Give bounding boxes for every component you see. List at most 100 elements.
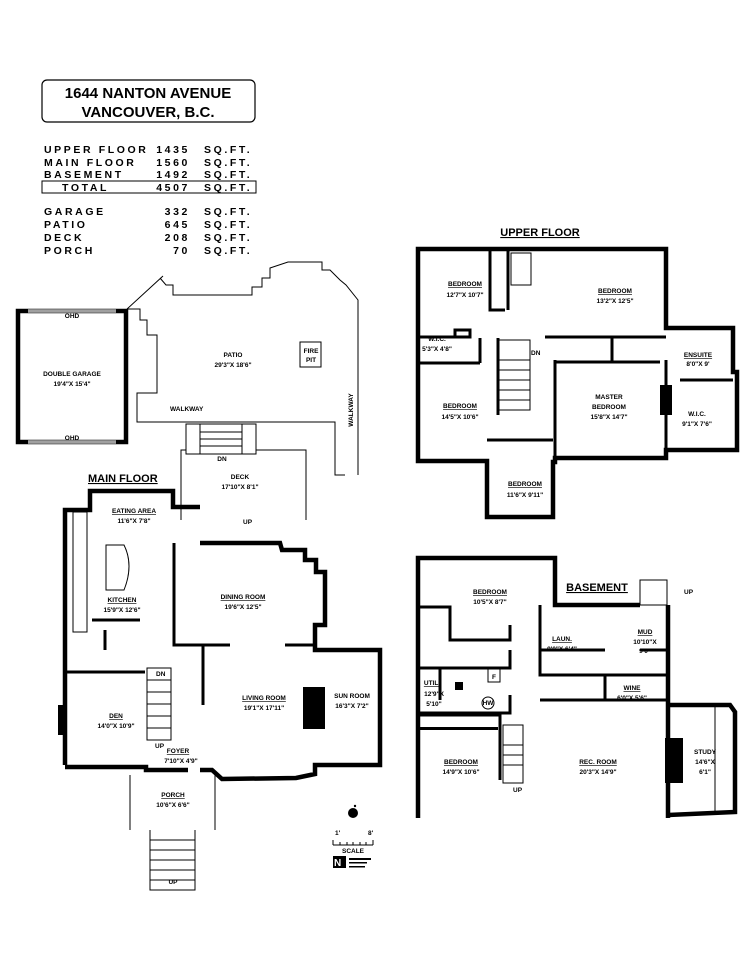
- area-value: 70: [173, 245, 190, 257]
- room-dim: 12'7"X 10'7": [446, 292, 483, 299]
- room-dim: 6'1": [699, 769, 711, 776]
- area-unit: SQ.FT.: [204, 206, 252, 218]
- room-dim: 16'3"X 7'2": [335, 703, 368, 710]
- upper-floor-plan: [415, 246, 740, 520]
- svg-text:N: N: [334, 858, 341, 869]
- room-name: EATING AREA: [112, 508, 156, 515]
- room-name: SUN ROOM: [334, 693, 370, 700]
- area-value: 1492: [156, 169, 190, 181]
- stairs-up-label: UP: [513, 787, 523, 794]
- room-dim: 10'5"X 8'7": [473, 599, 506, 606]
- area-unit: SQ.FT.: [204, 232, 252, 244]
- scale-bar: 1' 8' SCALE: [332, 830, 374, 855]
- area-unit: SQ.FT.: [204, 157, 252, 169]
- area-unit: SQ.FT.: [204, 219, 252, 231]
- room-name: UTIL.: [424, 680, 440, 687]
- overhead-door-label: OHD: [65, 313, 80, 320]
- stairs-up-label: UP: [155, 743, 165, 750]
- room-dim: 29'3"X 18'6": [214, 362, 251, 369]
- stairs-up-label: UP: [684, 589, 694, 596]
- area-unit: SQ.FT.: [204, 182, 252, 194]
- room-dim: 9'0": [639, 648, 651, 655]
- scale-start: 1': [335, 830, 341, 837]
- room-name: W.I.C.: [428, 336, 446, 343]
- room-name: STUDY: [694, 749, 717, 756]
- room-dim: 10'10"X: [633, 639, 657, 646]
- stairs-down-label: DN: [531, 350, 541, 357]
- room-dim: 13'2"X 12'5": [596, 298, 633, 305]
- basement-labels: BEDROOM 10'5"X 8'7" LAUN. 9'0"X 6'4" MUD…: [424, 589, 717, 794]
- area-value: 332: [165, 206, 190, 218]
- room-dim: 10'6"X 6'6": [156, 802, 189, 809]
- area-label: MAIN FLOOR: [44, 157, 137, 169]
- stairs-down-label: DN: [156, 671, 166, 678]
- area-label: PATIO: [44, 219, 88, 231]
- room-dim: 20'3"X 14'9": [579, 769, 616, 776]
- area-label: DECK: [44, 232, 84, 244]
- room-name: DECK: [231, 474, 250, 481]
- room-dim: 14'0"X 10'9": [97, 723, 134, 730]
- room-dim: 11'6"X 7'8": [117, 518, 150, 525]
- company-logo: N: [333, 856, 371, 869]
- fire-pit-label: FIRE: [304, 348, 319, 355]
- room-dim: 7'10"X 4'9": [164, 758, 197, 765]
- walkway-label: WALKWAY: [348, 393, 355, 427]
- overhead-door-label: OHD: [65, 435, 80, 442]
- main-floor-title: MAIN FLOOR: [88, 473, 158, 485]
- basement-title: BASEMENT: [566, 582, 628, 594]
- area-value: 645: [165, 219, 190, 231]
- room-dim: 15'8"X 14'7": [590, 414, 627, 421]
- room-name: W.I.C.: [688, 411, 706, 418]
- hot-water-label: HW: [483, 700, 495, 707]
- room-name: PORCH: [161, 792, 185, 799]
- total-box: [41, 180, 257, 194]
- room-dim: 19'1"X 17'11": [244, 705, 284, 712]
- room-name: BEDROOM: [592, 404, 626, 411]
- area-unit: SQ.FT.: [204, 169, 252, 181]
- room-name: DOUBLE GARAGE: [43, 371, 101, 378]
- stairs-up-label: UP: [168, 879, 178, 886]
- address-line-2: VANCOUVER, B.C.: [81, 104, 214, 121]
- room-dim: 5'3"X 4'8": [422, 346, 452, 353]
- room-name: DEN: [109, 713, 123, 720]
- main-floor-plan: [58, 488, 383, 891]
- room-name: FOYER: [167, 748, 190, 755]
- room-name: BEDROOM: [443, 403, 477, 410]
- room-name: REC. ROOM: [579, 759, 617, 766]
- room-name: BEDROOM: [598, 288, 632, 295]
- patio: FIRE PIT PATIO 29'3"X 18'6" WALKWAY WALK…: [126, 261, 359, 476]
- room-dim: 6'0"X 5'6": [617, 695, 647, 702]
- compass-icon: [348, 804, 358, 818]
- room-name: LIVING ROOM: [242, 695, 286, 702]
- walkway-label: WALKWAY: [170, 406, 204, 413]
- area-label: TOTAL: [62, 182, 109, 194]
- title-box: [41, 79, 256, 123]
- upper-floor-title: UPPER FLOOR: [500, 227, 580, 239]
- room-dim: 12'9"X: [424, 691, 444, 698]
- room-name: MUD: [638, 629, 653, 636]
- main-floor-labels: EATING AREA 11'6"X 7'8" KITCHEN 15'9"X 1…: [97, 508, 369, 886]
- deck: DN DECK 17'10"X 8'1": [180, 423, 307, 520]
- room-dim: 5'10": [426, 701, 441, 708]
- room-name: DINING ROOM: [221, 594, 266, 601]
- room-name: KITCHEN: [108, 597, 137, 604]
- area-label: PORCH: [44, 245, 95, 257]
- room-dim: 8'0"X 9': [686, 361, 710, 368]
- area-label: GARAGE: [44, 206, 106, 218]
- room-name: PATIO: [224, 352, 243, 359]
- room-dim: 19'4"X 15'4": [53, 381, 90, 388]
- garage: OHD OHD DOUBLE GARAGE 19'4"X 15'4": [15, 308, 129, 445]
- room-dim: 15'9"X 12'6": [103, 607, 140, 614]
- room-dim: 19'6"X 12'5": [224, 604, 261, 611]
- room-dim: 14'9"X 10'6": [442, 769, 479, 776]
- room-dim: 17'10"X 8'1": [221, 484, 258, 491]
- scale-label: SCALE: [342, 848, 365, 855]
- room-dim: 9'1"X 7'6": [682, 421, 712, 428]
- area-value: 208: [165, 232, 190, 244]
- room-name: BEDROOM: [508, 481, 542, 488]
- area-unit: SQ.FT.: [204, 245, 252, 257]
- room-name: BEDROOM: [448, 281, 482, 288]
- area-unit: SQ.FT.: [204, 144, 252, 156]
- area-table: UPPER FLOOR 1435 SQ.FT. MAIN FLOOR 1560 …: [41, 144, 257, 257]
